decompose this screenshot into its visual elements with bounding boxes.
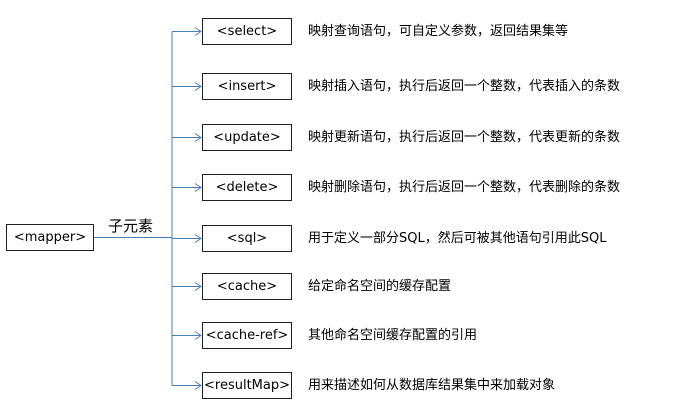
- connector-arrowhead: [194, 331, 202, 340]
- child-element-description: 映射查询语句，可自定义参数，返回结果集等: [308, 24, 569, 39]
- child-element-description: 用于定义一部分SQL，然后可被其他语句引用此SQL: [308, 231, 607, 246]
- child-element-box: <delete>: [202, 174, 292, 201]
- connector-arrowhead: [194, 183, 202, 192]
- child-element-description: 用来描述如何从数据库结果集中来加载对象: [308, 378, 556, 393]
- connector-arrowhead: [194, 234, 202, 243]
- child-element-box: <insert>: [202, 73, 292, 100]
- child-element-description: 映射插入语句，执行后返回一个整数，代表插入的条数: [308, 79, 621, 94]
- child-element-description: 映射删除语句，执行后返回一个整数，代表删除的条数: [308, 180, 621, 195]
- connector-arrowhead: [194, 82, 202, 91]
- child-element-description: 给定命名空间的缓存配置: [308, 279, 452, 294]
- child-element-description: 其他命名空间缓存配置的引用: [308, 328, 478, 343]
- child-element-box: <update>: [202, 124, 292, 151]
- connector-arrowhead: [194, 381, 202, 390]
- child-element-box: <cache-ref>: [202, 322, 292, 349]
- connector-arrowhead: [194, 282, 202, 291]
- child-elements-label: 子元素: [108, 217, 154, 235]
- connector-arrowhead: [194, 27, 202, 36]
- child-element-box: <resultMap>: [202, 372, 292, 399]
- child-element-box: <cache>: [202, 273, 292, 300]
- child-element-description: 映射更新语句，执行后返回一个整数，代表更新的条数: [308, 130, 621, 145]
- child-element-box: <sql>: [202, 225, 292, 252]
- connector-arrowhead: [194, 133, 202, 142]
- mapper-root-box: <mapper>: [6, 224, 94, 251]
- child-element-box: <select>: [202, 18, 292, 45]
